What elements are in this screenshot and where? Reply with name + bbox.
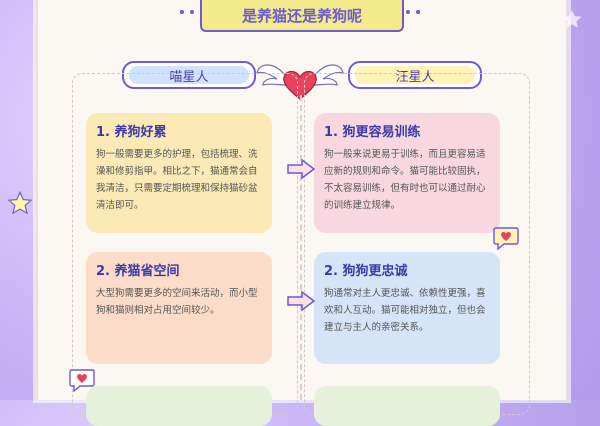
banner-dot (190, 10, 194, 14)
banner-dot (180, 10, 184, 14)
arrow-right-icon (287, 290, 316, 312)
poster-title-banner: 是养猫还是养狗呢 (200, 0, 404, 32)
card-dog-2: 2. 狗狗更忠诚 狗通常对主人更忠诚、依赖性更强，喜欢和人互动。猫可能相对独立，… (314, 252, 500, 364)
card-dog-1: 1. 狗更容易训练 狗一般来说更易于训练，而且更容易适应新的规则和命令。猫可能比… (314, 113, 500, 233)
star-icon (562, 10, 582, 28)
chat-heart-icon (493, 227, 519, 251)
card-body: 狗一般来说更易于训练，而且更容易适应新的规则和命令。猫可能比较固执，不太容易训练… (324, 149, 486, 211)
card-body: 大型狗需要更多的空间来活动，而小型狗和猫则相对占用空间较少。 (96, 288, 258, 316)
card-dog-3 (314, 386, 500, 426)
card-cat-2: 2. 养猫省空间 大型狗需要更多的空间来活动，而小型狗和猫则相对占用空间较少。 (86, 252, 272, 364)
chat-heart-icon (69, 369, 95, 393)
card-title: 2. 养猫省空间 (96, 264, 180, 279)
card-title: 2. 狗狗更忠诚 (324, 264, 408, 279)
card-cat-3 (86, 386, 272, 426)
card-cat-1: 1. 养狗好累 狗一般需要更多的护理，包括梳理、洗澡和修剪指甲。相比之下，猫通常… (86, 113, 272, 233)
arrow-right-icon (287, 158, 316, 180)
header-dog-people: 汪星人 (348, 61, 482, 89)
card-title: 1. 养狗好累 (96, 125, 167, 140)
poster-title: 是养猫还是养狗呢 (241, 6, 362, 25)
card-body: 狗一般需要更多的护理，包括梳理、洗澡和修剪指甲。相比之下，猫通常会自我清洁，只需… (96, 149, 258, 211)
card-body: 狗通常对主人更忠诚、依赖性更强，喜欢和人互动。猫可能相对独立，但也会建立与主人的… (324, 288, 486, 333)
card-title: 1. 狗更容易训练 (324, 125, 421, 140)
center-divider (300, 95, 302, 400)
banner-dot (406, 10, 410, 14)
star-icon (7, 190, 33, 215)
banner-dot (416, 10, 420, 14)
